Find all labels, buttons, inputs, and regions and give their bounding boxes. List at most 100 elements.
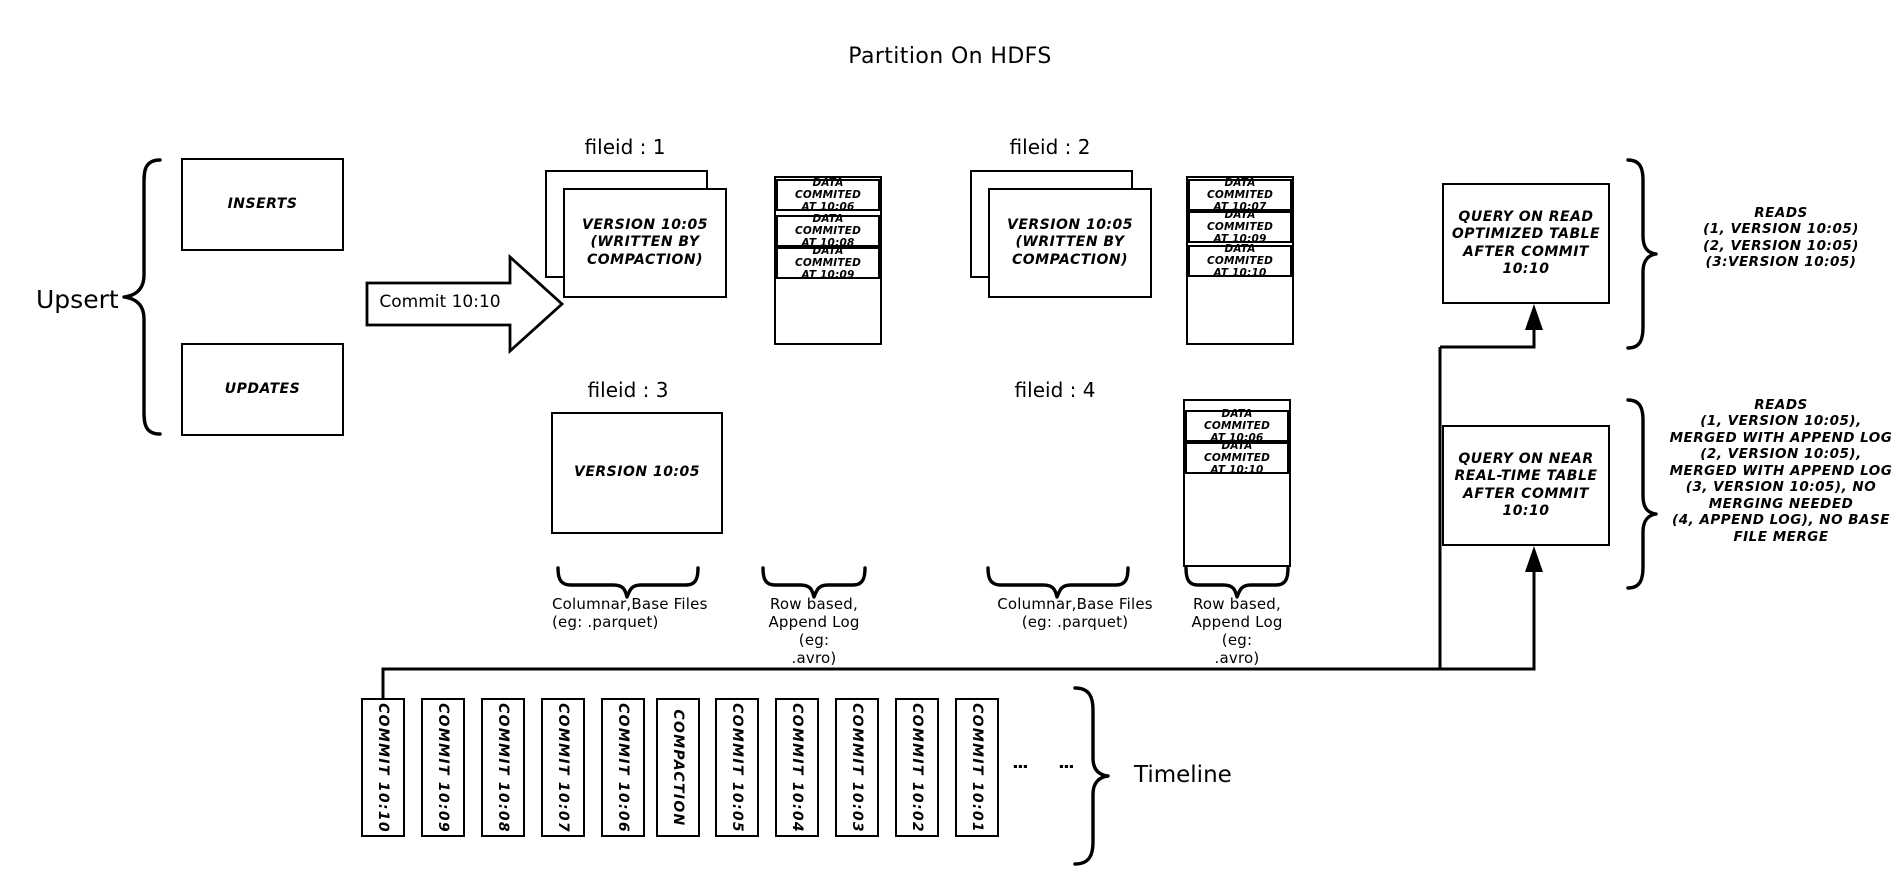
- query-ro-line-3: AFTER COMMIT: [1463, 243, 1589, 260]
- reads-line: MERGING NEEDED: [1708, 495, 1854, 512]
- fileid-2-base-line-1: VERSION 10:05: [1006, 217, 1134, 234]
- timeline-commit-chip[interactable]: COMMIT 10:07: [541, 698, 585, 837]
- fileid-2-log-entry-1: DATA COMMITED AT 10:07: [1188, 176, 1292, 214]
- reads-line: MERGED WITH APPEND LOG: [1669, 462, 1893, 479]
- reads-near-realtime: READS (1, VERSION 10:05), MERGED WITH AP…: [1662, 397, 1900, 545]
- fileid-2-log-entry-2: DATA COMMITED AT 10:09: [1188, 208, 1292, 246]
- timeline-compaction-chip[interactable]: COMPACTION: [656, 698, 700, 837]
- fileid-1-base-line-3: COMPACTION): [586, 251, 704, 268]
- timeline-commit-chip[interactable]: COMMIT 10:04: [775, 698, 819, 837]
- reads-line: (1, VERSION 10:05),: [1700, 413, 1862, 430]
- caption-rowbased-line-3: .avro): [791, 649, 837, 667]
- query-ro-line-1: QUERY ON READ: [1458, 209, 1594, 226]
- timeline-brace: [1073, 686, 1110, 866]
- fileid-2-base-line-3: COMPACTION): [1011, 251, 1129, 268]
- reads-line: (4, APPEND LOG), NO BASE: [1672, 512, 1890, 529]
- branch-to-read-optimized: [1440, 330, 1536, 349]
- reads-line: MERGED WITH APPEND LOG: [1669, 429, 1893, 446]
- page-title: Partition On HDFS: [848, 44, 1052, 69]
- fileid-3-label: fileid : 3: [587, 378, 669, 402]
- log-entry-line-b: DATA COMMITED AT 10:08: [794, 212, 862, 250]
- fileid-2-base-file-front: VERSION 10:05 (WRITTEN BY COMPACTION): [988, 188, 1152, 298]
- caption-append-log-right: Row based, Append Log (eg: .avro): [1177, 595, 1297, 667]
- branch-to-near-realtime: [1440, 572, 1536, 671]
- append-log-brace-left: [761, 566, 867, 599]
- caption-columnar-line-1: Columnar,Base Files: [997, 595, 1153, 613]
- caption-rowbased-line-1: Row based,: [769, 595, 858, 613]
- caption-rowbased-line-3: .avro): [1214, 649, 1260, 667]
- caption-rowbased-line-2: Append Log (eg:: [768, 613, 860, 649]
- query-nrt-line-1: QUERY ON NEAR: [1458, 451, 1594, 468]
- upsert-brace: [122, 158, 162, 436]
- upsert-label: Upsert: [36, 285, 119, 314]
- timeline-commit-chip[interactable]: COMMIT 10:05: [715, 698, 759, 837]
- commit-arrow-label: Commit 10:10: [379, 292, 501, 312]
- log-entry-line-c: DATA COMMITED AT 10:09: [794, 244, 862, 282]
- reads-line: (2, VERSION 10:05),: [1700, 446, 1862, 463]
- caption-rowbased-line-2: Append Log (eg:: [1191, 613, 1283, 649]
- caption-columnar-line-2: (eg: .parquet): [552, 613, 659, 631]
- timeline-commit-label: COMMIT 10:04: [789, 702, 805, 833]
- reads-line: (3:VERSION 10:05): [1705, 254, 1857, 271]
- caption-columnar-right: Columnar,Base Files (eg: .parquet): [975, 595, 1175, 631]
- query-nrt-line-4: 10:10: [1502, 502, 1550, 519]
- fileid-4-log-entry-2: DATA COMMITED AT 10:10: [1185, 440, 1289, 476]
- query-ro-line-4: 10:10: [1502, 260, 1550, 277]
- caption-rowbased-line-1: Row based,: [1192, 595, 1281, 613]
- reads-read-optimized: READS (1, VERSION 10:05) (2, VERSION 10:…: [1666, 205, 1896, 271]
- log-entry-line-a: DATA COMMITED AT 10:07: [1206, 176, 1274, 214]
- inserts-box: INSERTS: [181, 158, 344, 251]
- timeline-commit-label: COMMIT 10:01: [969, 702, 985, 833]
- fileid-1-base-line-2: (WRITTEN BY: [590, 234, 700, 251]
- reads-line: (2, VERSION 10:05): [1703, 237, 1859, 254]
- reads-brace-bottom: [1626, 398, 1658, 590]
- timeline-commit-label: COMMIT 10:05: [729, 702, 745, 833]
- fileid-1-label: fileid : 1: [584, 135, 666, 159]
- timeline-commit-chip[interactable]: COMMIT 10:09: [421, 698, 465, 837]
- timeline-commit-label: COMMIT 10:08: [495, 702, 511, 833]
- query-near-realtime-box[interactable]: QUERY ON NEAR REAL-TIME TABLE AFTER COMM…: [1442, 425, 1610, 546]
- caption-columnar-line-2: (eg: .parquet): [1021, 613, 1129, 631]
- query-read-optimized-box[interactable]: QUERY ON READ OPTIMIZED TABLE AFTER COMM…: [1442, 183, 1610, 304]
- commit-arrow-shape: [365, 253, 565, 355]
- fileid-3-base-file: VERSION 10:05: [551, 412, 723, 534]
- fileid-3-base-line-1: VERSION 10:05: [573, 464, 701, 481]
- timeline-compaction-label: COMPACTION: [670, 708, 686, 827]
- timeline-commit-label: COMMIT 10:07: [555, 702, 571, 833]
- timeline-commit-label: COMMIT 10:02: [909, 702, 925, 833]
- timeline-ellipsis-2: ⋮: [1055, 758, 1076, 775]
- query-nrt-line-2: REAL-TIME TABLE: [1454, 468, 1598, 485]
- arrowhead-read-optimized-icon: [1525, 304, 1543, 330]
- append-log-brace-right: [1184, 566, 1290, 599]
- arrowhead-near-realtime-icon: [1525, 546, 1543, 572]
- timeline-commit-label: COMMIT 10:06: [615, 702, 631, 833]
- timeline-commit-chip[interactable]: COMMIT 10:10: [361, 698, 405, 837]
- timeline-commit-chip[interactable]: COMMIT 10:02: [895, 698, 939, 837]
- log-entry-line-b: DATA COMMITED AT 10:09: [1206, 208, 1274, 246]
- timeline-commit-chip[interactable]: COMMIT 10:03: [835, 698, 879, 837]
- fileid-1-log-entry-2: DATA COMMITED AT 10:08: [776, 212, 880, 250]
- fileid-4-log-entry-1: DATA COMMITED AT 10:06: [1185, 407, 1289, 445]
- fileid-2-base-line-2: (WRITTEN BY: [1015, 234, 1125, 251]
- fileid-1-base-line-1: VERSION 10:05: [581, 217, 709, 234]
- fileid-1-base-file-front: VERSION 10:05 (WRITTEN BY COMPACTION): [563, 188, 727, 298]
- timeline-label: Timeline: [1134, 762, 1232, 788]
- fileid-1-log-entry-1: DATA COMMITED AT 10:06: [776, 177, 880, 213]
- fileid-2-label: fileid : 2: [1009, 135, 1091, 159]
- updates-label: UPDATES: [224, 380, 301, 397]
- timeline-commit-chip[interactable]: COMMIT 10:08: [481, 698, 525, 837]
- reads-brace-top: [1626, 158, 1658, 350]
- timeline-to-queries-trunk: [381, 347, 1442, 698]
- timeline-ellipsis-1: ⋮: [1009, 758, 1030, 775]
- updates-box: UPDATES: [181, 343, 344, 436]
- base-files-brace-right: [986, 566, 1130, 599]
- inserts-label: INSERTS: [227, 195, 298, 212]
- timeline-commit-chip[interactable]: COMMIT 10:06: [601, 698, 645, 837]
- timeline-commit-chip[interactable]: COMMIT 10:01: [955, 698, 999, 837]
- fileid-2-log-entry-3: DATA COMMITED AT 10:10: [1188, 243, 1292, 279]
- query-ro-line-2: OPTIMIZED TABLE: [1451, 226, 1601, 243]
- log-entry-line-a: DATA COMMITED AT 10:06: [1203, 407, 1271, 445]
- fileid-4-label: fileid : 4: [1014, 378, 1096, 402]
- reads-line: (3, VERSION 10:05), NO: [1685, 479, 1877, 496]
